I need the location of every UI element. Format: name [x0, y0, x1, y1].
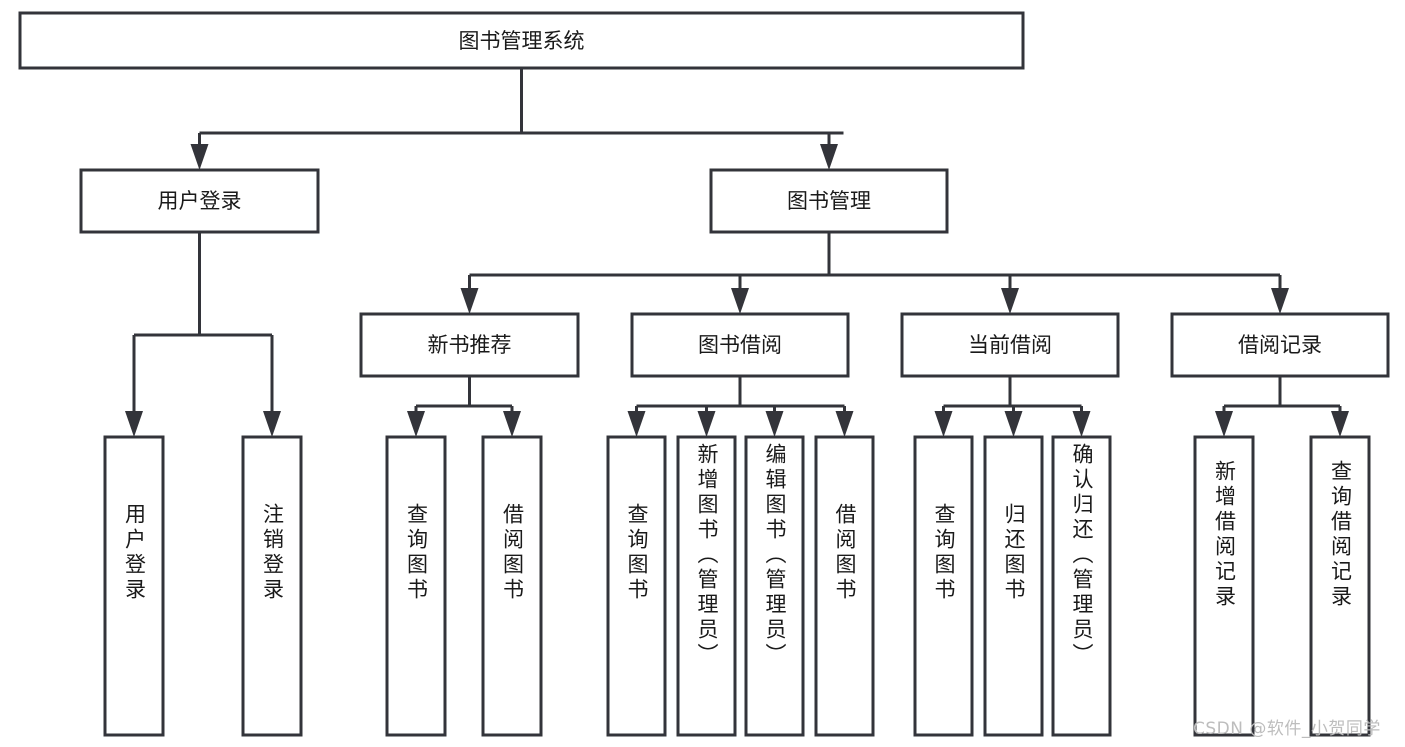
- node-book-management[interactable]: 图书管理: [709, 168, 949, 234]
- arrowhead-leaf-query-book-1: [407, 411, 425, 437]
- leaf-box-edit-book[interactable]: [744, 435, 805, 737]
- node-user-login-box[interactable]: [79, 168, 320, 234]
- node-borrow-record-box[interactable]: [1170, 312, 1390, 378]
- connector-group-root: [190, 68, 844, 170]
- connector-group-user-login: [125, 232, 281, 437]
- node-book-borrow[interactable]: 图书借阅: [630, 312, 850, 378]
- leaf-box-add-book[interactable]: [676, 435, 737, 737]
- connector-group-book-mgmt: [460, 232, 1289, 314]
- leaf-box-logout[interactable]: [241, 435, 303, 737]
- arrowhead-leaf-logout: [263, 411, 281, 437]
- node-borrow-record-label: 借阅记录: [1238, 333, 1322, 357]
- arrowhead-leaf-return-book: [1004, 411, 1023, 437]
- leaf-box-query-book-1[interactable]: [385, 435, 447, 737]
- node-new-book-recommend[interactable]: 新书推荐: [359, 312, 580, 378]
- arrowhead-leaf-borrow-book-2: [835, 411, 854, 437]
- node-current-borrow-label: 当前借阅: [968, 333, 1052, 357]
- node-new-book-recommend-label: 新书推荐: [428, 333, 512, 357]
- arrowhead-current: [1001, 288, 1019, 314]
- leaf-box-borrow-book-1[interactable]: [481, 435, 543, 737]
- leaf-box-user-login[interactable]: [103, 435, 165, 737]
- csdn-watermark: CSDN @软件_小贺同学: [1193, 719, 1381, 739]
- arrowhead-leaf-query-book-2: [627, 411, 646, 437]
- arrowhead-leaf-user-login: [125, 411, 143, 437]
- leaf-boxes: [103, 435, 1371, 737]
- node-current-borrow[interactable]: 当前借阅: [900, 312, 1120, 378]
- node-root[interactable]: 图书管理系统: [18, 11, 1025, 70]
- arrowhead-book-mgmt: [820, 144, 838, 170]
- node-root-label: 图书管理系统: [459, 29, 585, 53]
- node-book-borrow-label: 图书借阅: [698, 333, 782, 357]
- node-borrow-record[interactable]: 借阅记录: [1170, 312, 1390, 378]
- arrowhead-leaf-add-record: [1215, 411, 1233, 437]
- node-root-box[interactable]: [18, 11, 1025, 70]
- node-book-management-box[interactable]: [709, 168, 949, 234]
- leaf-box-query-book-2[interactable]: [606, 435, 667, 737]
- leaf-box-query-record[interactable]: [1309, 435, 1371, 737]
- arrowhead-borrow: [731, 288, 749, 314]
- node-user-login[interactable]: 用户登录: [79, 168, 320, 234]
- node-book-management-label: 图书管理: [787, 189, 871, 213]
- connector-group-borrow: [627, 376, 854, 437]
- arrowhead-leaf-query-record: [1331, 411, 1349, 437]
- connector-group-record: [1215, 376, 1349, 437]
- node-book-borrow-box[interactable]: [630, 312, 850, 378]
- arrowhead-record: [1271, 288, 1289, 314]
- arrowhead-user-login: [190, 144, 209, 170]
- arrowhead-leaf-edit-book: [765, 411, 784, 437]
- node-current-borrow-box[interactable]: [900, 312, 1120, 378]
- connector-group-newbook: [407, 376, 521, 437]
- arrowhead-leaf-query-book-3: [934, 411, 953, 437]
- leaf-box-return-book[interactable]: [983, 435, 1044, 737]
- leaf-box-query-book-3[interactable]: [913, 435, 974, 737]
- connector-group-current: [934, 376, 1091, 437]
- leaf-box-add-record[interactable]: [1193, 435, 1255, 737]
- node-new-book-recommend-box[interactable]: [359, 312, 580, 378]
- arrowhead-newbook: [460, 288, 479, 314]
- arrowhead-leaf-borrow-book-1: [503, 411, 521, 437]
- arrowhead-leaf-add-book: [697, 411, 716, 437]
- node-user-login-label: 用户登录: [158, 189, 242, 213]
- leaf-box-confirm-return[interactable]: [1051, 435, 1112, 737]
- leaf-box-borrow-book-2[interactable]: [814, 435, 875, 737]
- arrowhead-leaf-confirm-return: [1072, 411, 1091, 437]
